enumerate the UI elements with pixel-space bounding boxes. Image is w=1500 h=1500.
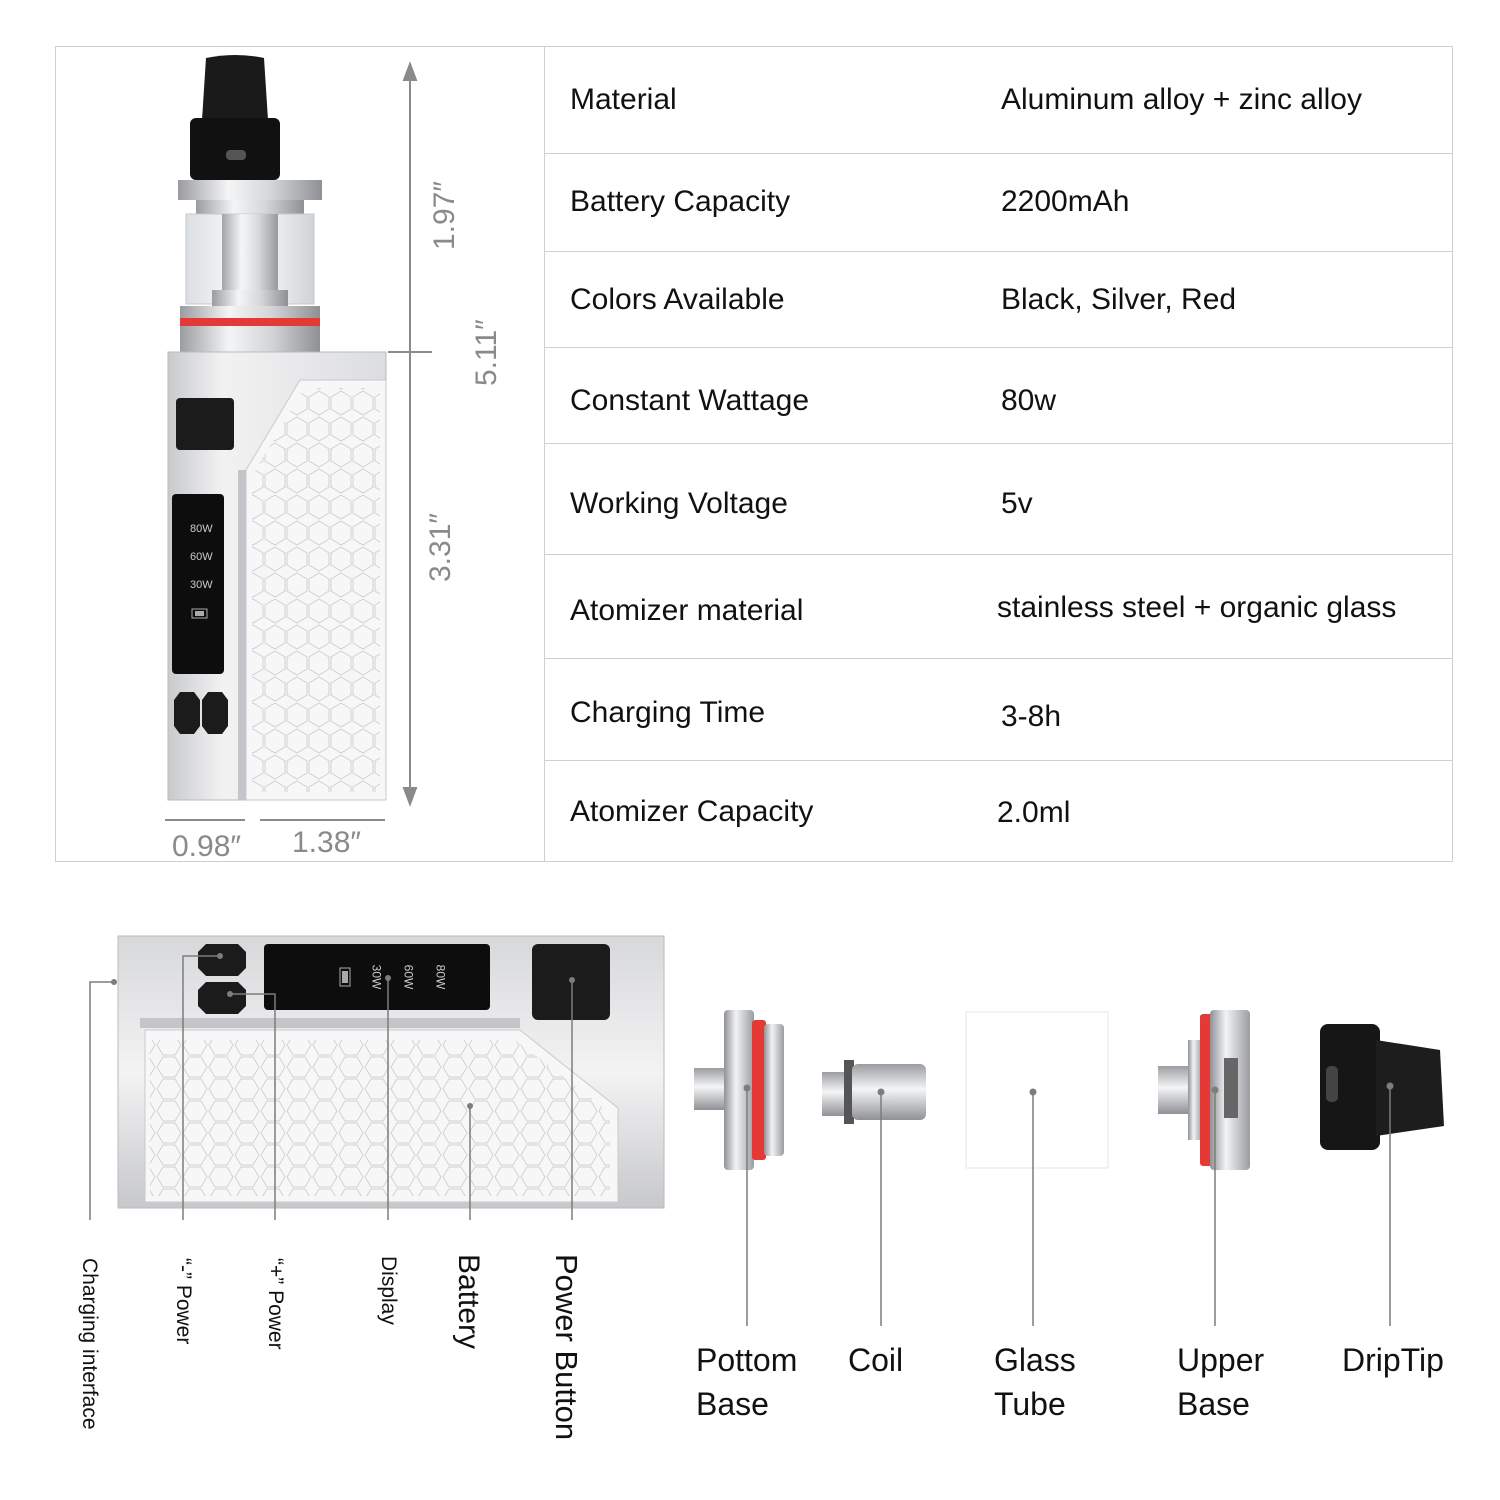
part-label-drip-tip: DripTip (1342, 1338, 1444, 1382)
part-label-line: Pottom (696, 1342, 798, 1378)
part-upper-base-image (1158, 1010, 1250, 1170)
part-label-line: Tube (994, 1386, 1066, 1422)
spec-label: Atomizer material (570, 594, 804, 627)
spec-row-voltage: Working Voltage 5v (545, 444, 1453, 555)
spec-value: 5v (1001, 487, 1033, 520)
spec-label: Charging Time (570, 696, 766, 729)
part-label-coil: Coil (848, 1338, 903, 1382)
spec-label: Atomizer Capacity (570, 795, 814, 828)
display-readout: 60W (190, 551, 213, 563)
display-readout: 80W (433, 964, 448, 990)
spec-value: 3-8h (1001, 700, 1062, 733)
part-glass-tube-image (965, 1011, 1109, 1169)
spec-label: Colors Available (570, 283, 785, 316)
drip-tip (190, 55, 280, 180)
spec-row-colors: Colors Available Black, Silver, Red (545, 252, 1453, 348)
spec-label: Constant Wattage (570, 384, 810, 417)
spec-row-atomizer-material: Atomizer material stainless steel + orga… (545, 555, 1453, 659)
part-coil-image (822, 1060, 926, 1124)
part-label-line: Glass (994, 1342, 1076, 1378)
spec-row-wattage: Constant Wattage 80w (545, 348, 1453, 444)
dimension-lines (165, 61, 432, 821)
dim-depth: 0.98″ (172, 830, 242, 863)
display-readout: 80W (190, 523, 213, 535)
spec-row-atomizer-capacity: Atomizer Capacity 2.0ml (545, 761, 1453, 861)
part-label-pottom-base: Pottom Base (696, 1338, 797, 1426)
part-label-line: Base (696, 1386, 769, 1422)
dim-width: 1.38″ (292, 826, 362, 859)
spec-row-material: Material Aluminum alloy + zinc alloy (545, 47, 1453, 154)
part-label-line: Base (1177, 1386, 1250, 1422)
display-readout: 60W (401, 964, 416, 990)
spec-label: Working Voltage (570, 487, 788, 520)
part-label-line: Upper (1177, 1342, 1265, 1378)
part-label-upper-base: Upper Base (1177, 1338, 1264, 1426)
spec-value: 80w (1001, 384, 1057, 417)
part-label-line: DripTip (1342, 1342, 1444, 1378)
spec-value: 2.0ml (997, 796, 1071, 829)
dim-tank-height: 1.97″ (428, 180, 461, 250)
display-readout: 30W (190, 579, 213, 591)
part-label-line: Coil (848, 1342, 904, 1378)
parts-illustration (694, 1010, 1444, 1170)
label-display: Display (377, 1256, 400, 1325)
label-plus-power: “+” Power (264, 1258, 287, 1350)
display-screen (172, 494, 224, 674)
dim-body-height: 3.31″ (424, 512, 457, 582)
spec-label: Battery Capacity (570, 185, 791, 218)
dim-total-height: 5.11″ (470, 319, 503, 386)
label-battery: Battery (452, 1254, 485, 1350)
spec-value: stainless steel + organic glass (997, 591, 1397, 624)
spec-row-charging-time: Charging Time 3-8h (545, 659, 1453, 761)
part-drip-tip-image (1320, 1024, 1444, 1150)
label-charging-interface: Charging interface (78, 1258, 101, 1430)
part-leader-lines (743, 1082, 1394, 1326)
part-label-glass-tube: Glass Tube (994, 1338, 1076, 1426)
display-readout: 30W (369, 964, 384, 990)
spec-label: Material (570, 83, 677, 116)
spec-panel (55, 46, 1453, 862)
panel-divider (544, 47, 545, 861)
spec-row-battery-capacity: Battery Capacity 2200mAh (545, 154, 1453, 252)
label-power-button: Power Button (549, 1254, 584, 1441)
mod-side-illustration (89, 935, 665, 1220)
label-minus-power: “-” Power (172, 1258, 195, 1345)
spec-value: Black, Silver, Red (1001, 283, 1237, 316)
spec-value: Aluminum alloy + zinc alloy (1001, 83, 1362, 116)
device-front-illustration (167, 55, 387, 801)
spec-value: 2200mAh (1001, 185, 1130, 218)
